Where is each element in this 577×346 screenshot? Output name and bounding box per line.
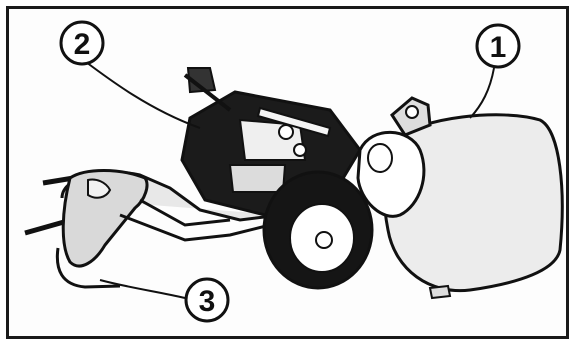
callout-2: 2 <box>61 22 103 64</box>
callout-1-leader <box>470 68 494 118</box>
callout-3: 3 <box>186 279 228 321</box>
auger-housing <box>358 98 562 298</box>
callout-2-leader <box>86 62 200 128</box>
callout-3-label: 3 <box>199 285 216 318</box>
callout-1: 1 <box>477 25 519 67</box>
callout-2-label: 2 <box>74 28 91 61</box>
wheel <box>264 172 372 288</box>
callout-3-leader <box>100 280 185 298</box>
callout-1-label: 1 <box>490 31 507 64</box>
